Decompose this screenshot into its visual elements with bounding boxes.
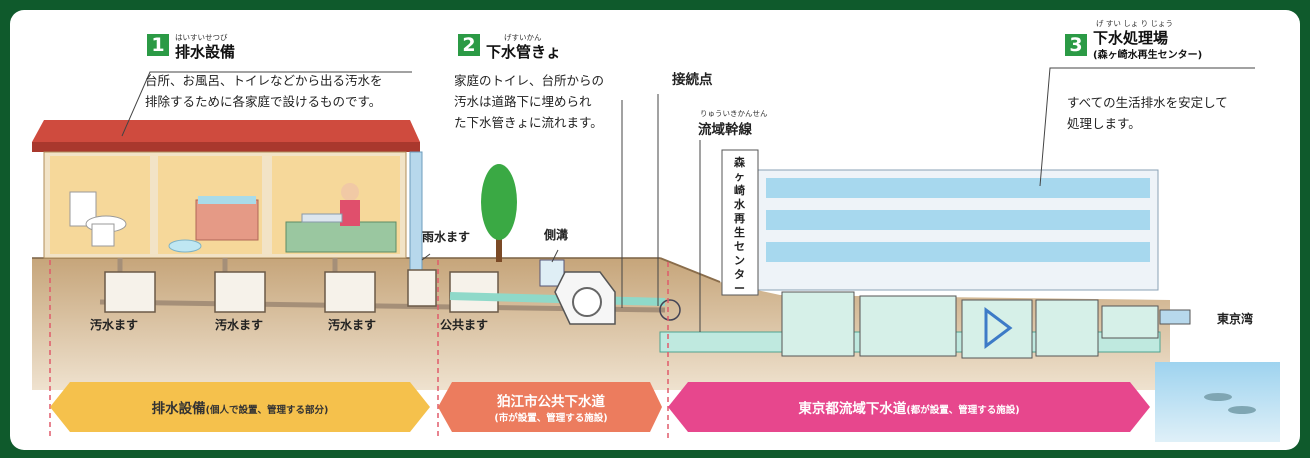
trunk-line-ruby: りゅういきかんせん [700,109,768,118]
section-1-number: 1 [147,34,169,56]
treatment-plant [721,149,1191,359]
sewage-basin-label-1: 汚水ます [90,318,139,332]
section-2-desc-line-3: た下水管きょに流れます。 [454,115,603,130]
tokyo-bay-water [1155,362,1280,442]
band-private: 排水設備(個人で設置、管理する部分) [70,382,410,432]
section-3-desc-line-1: すべての生活排水を安定して [1067,95,1228,110]
section-3-number: 3 [1065,34,1087,56]
tree [481,164,517,240]
section-2-number: 2 [458,34,480,56]
band-private-sub: (個人で設置、管理する部分) [205,405,329,416]
section-1-desc-line-2: 排除するために各家庭で設けるものです。 [145,94,382,109]
fish [1204,393,1232,401]
band-tokyo: 東京都流域下水道(都が設置、管理する施設) [688,382,1130,432]
diagram-illustration [32,67,1280,442]
sewage-basin-label-2: 汚水ます [215,318,264,332]
facility-sign: 森ヶ崎水再生センター [734,156,745,295]
side-ditch-label: 側溝 [544,228,569,242]
sewage-basins [104,269,499,313]
section-1-ruby: はいすいせつび [175,33,228,42]
band-private-main: 排水設備 [151,401,206,417]
diagram-frame: 1 はいすいせつび 排水設備 台所、お風呂、トイレなどから出る汚水を 排除するた… [10,10,1300,450]
connection-point-label: 接続点 [672,72,713,88]
band-city-main: 狛江市公共下水道 [497,394,605,410]
tokyo-bay-label: 東京湾 [1217,312,1254,326]
section-3-subtitle: (森ヶ崎水再生センター) [1093,50,1203,61]
trunk-line-label: 流域幹線 [698,122,752,138]
section-1-title: 排水設備 [175,43,236,61]
section-3-desc-line-2: 処理します。 [1067,116,1141,131]
section-2-desc-line-1: 家庭のトイレ、台所からの [454,73,605,88]
section-2-ruby: げすいかん [504,33,542,42]
section-1-desc-line-1: 台所、お風呂、トイレなどから出る汚水を [145,73,383,88]
house [32,120,423,271]
band-city-sub: (市が設置、管理する施設) [494,413,608,424]
rainwater-basin-label: 雨水ます [422,230,471,244]
section-3-title: 下水処理場 [1093,29,1169,47]
fish [1228,406,1256,414]
section-2-desc-line-2: 汚水は道路下に埋められ [454,94,592,109]
public-basin-label: 公共ます [440,318,489,332]
band-tokyo-main: 東京都流域下水道 [798,401,907,417]
section-2-title: 下水管きょ [486,43,562,61]
jurisdiction-bands [50,382,1150,432]
band-city: 狛江市公共下水道 (市が設置、管理する施設) [452,382,650,432]
band-tokyo-sub: (都が設置、管理する施設) [906,405,1020,416]
section-3-ruby: げ すい しょ り じょう [1096,19,1174,28]
sewage-basin-label-3: 汚水ます [328,318,377,332]
